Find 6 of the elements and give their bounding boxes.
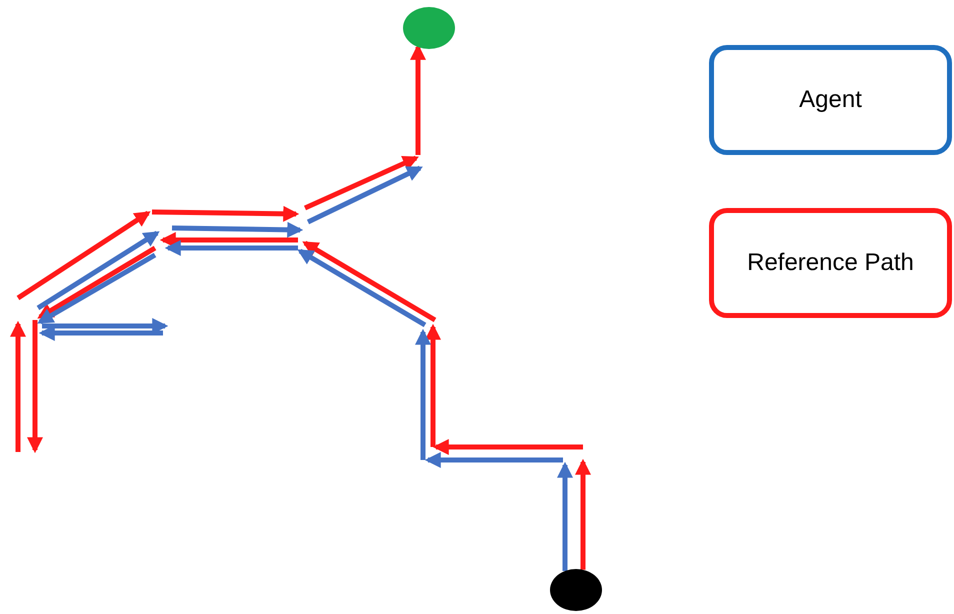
goal-marker [403,7,455,49]
legend-label: Agent [799,86,862,114]
legend-label: Reference Path [747,249,914,277]
path-arrow [557,462,573,571]
path-arrow [575,458,591,570]
start-marker [550,569,602,611]
